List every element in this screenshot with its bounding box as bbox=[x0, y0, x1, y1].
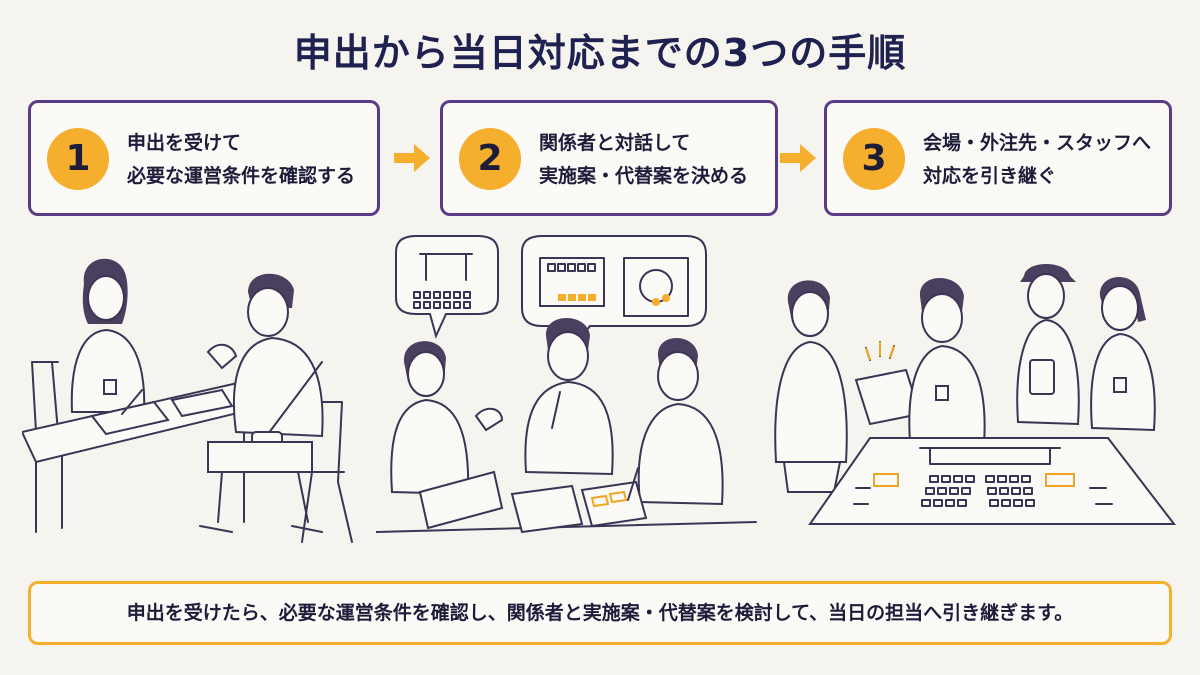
step-line: 対応を引き継ぐ bbox=[923, 165, 1057, 187]
arrow-right-icon bbox=[394, 144, 430, 172]
step-line: 関係者と対話して bbox=[539, 132, 691, 154]
step-card-3: 3 会場・外注先・スタッフへ 対応を引き継ぐ bbox=[824, 100, 1172, 216]
step-number-badge: 1 bbox=[47, 128, 109, 190]
consultation-illustration bbox=[22, 258, 353, 543]
discussion-illustration bbox=[376, 235, 757, 534]
step-line: 必要な運営条件を確認する bbox=[127, 165, 356, 187]
page-title: 申出から当日対応までの3つの手順 bbox=[293, 31, 907, 75]
step-text: 申出を受けて 必要な運営条件を確認する bbox=[127, 127, 355, 193]
step-line: 実施案・代替案を決める bbox=[539, 165, 749, 187]
step-card-2: 2 関係者と対話して 実施案・代替案を決める bbox=[440, 100, 778, 216]
step-line: 申出を受けて bbox=[127, 132, 242, 154]
summary-box: 申出を受けたら、必要な運営条件を確認し、関係者と実施案・代替案を検討して、当日の… bbox=[28, 581, 1172, 645]
step-text: 関係者と対話して 実施案・代替案を決める bbox=[539, 127, 748, 193]
step-text: 会場・外注先・スタッフへ 対応を引き継ぐ bbox=[923, 127, 1151, 193]
arrow-right-icon bbox=[780, 144, 816, 172]
step-number-badge: 3 bbox=[843, 128, 905, 190]
handover-illustration bbox=[774, 264, 1177, 525]
step-number-badge: 2 bbox=[459, 128, 521, 190]
step-line: 会場・外注先・スタッフへ bbox=[923, 132, 1152, 154]
step-card-1: 1 申出を受けて 必要な運営条件を確認する bbox=[28, 100, 380, 216]
